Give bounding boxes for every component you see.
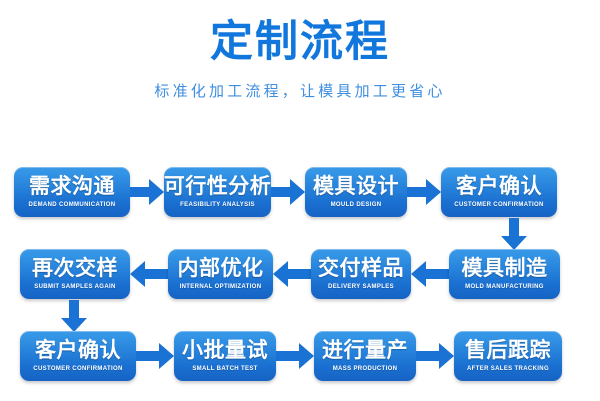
flow-node-label-cn: 客户确认: [35, 338, 121, 362]
flow-node-label-en: CUSTOMER CONFIRMATION: [454, 202, 544, 208]
flow-node-label-en: MOLD MANUFACTURING: [465, 284, 544, 290]
flow-node-label-cn: 可行性分析: [163, 174, 272, 198]
flow-node-label-cn: 客户确认: [456, 174, 542, 198]
flow-node-label-en: MOULD DESIGN: [330, 202, 382, 208]
flow-node-label-cn: 交付样品: [318, 256, 404, 280]
left-arrow-icon: [411, 261, 449, 287]
flow-node-label-en: DEMAND COMMUNICATION: [28, 202, 116, 208]
flow-node-label-cn: 售后跟踪: [465, 338, 551, 362]
page-subtitle: 标准化加工流程，让模具加工更省心: [154, 82, 446, 100]
flow-row-2: 再次交样 SUBMIT SAMPLES AGAIN 内部优化 INTERNAL …: [0, 248, 600, 300]
flow-row-3: 客户确认 CUSTOMER CONFIRMATION 小批量试 SMALL BA…: [0, 330, 600, 382]
right-arrow-icon: [407, 179, 441, 205]
right-arrow-icon: [130, 179, 164, 205]
flow-node-label-cn: 内部优化: [177, 256, 264, 280]
down-arrow-icon-right: [501, 218, 527, 250]
flow-node-label-en: INTERNAL OPTIMIZATION: [179, 284, 262, 290]
flow-node-after-sales-tracking[interactable]: 售后跟踪 AFTER SALES TRACKING: [454, 331, 562, 381]
flow-node-label-en: AFTER SALES TRACKING: [467, 366, 549, 372]
flow-node-label-en: FEASIBILITY ANALYSIS: [180, 202, 255, 208]
flow-node-label-en: SUBMIT SAMPLES AGAIN: [34, 284, 116, 290]
flow-node-label-en: SMALL BATCH TEST: [192, 366, 258, 372]
flow-node-label-en: CUSTOMER CONFIRMATION: [33, 366, 123, 372]
flow-node-mold-manufacturing[interactable]: 模具制造 MOLD MANUFACTURING: [449, 249, 560, 299]
flow-node-label-cn: 模具制造: [461, 256, 548, 280]
flow-node-label-en: DELIVERY SAMPLES: [328, 284, 394, 290]
page-title: 定制流程: [210, 17, 390, 67]
flow-node-feasibility-analysis[interactable]: 可行性分析 FEASIBILITY ANALYSIS: [164, 167, 271, 217]
flow-node-customer-confirmation-1[interactable]: 客户确认 CUSTOMER CONFIRMATION: [441, 167, 557, 217]
flow-node-mould-design[interactable]: 模具设计 MOULD DESIGN: [305, 167, 407, 217]
flow-node-label-cn: 模具设计: [313, 174, 399, 198]
right-arrow-icon: [276, 343, 314, 369]
flow-row-1: 需求沟通 DEMAND COMMUNICATION 可行性分析 FEASIBIL…: [0, 166, 600, 218]
right-arrow-icon: [416, 343, 454, 369]
flow-node-demand-communication[interactable]: 需求沟通 DEMAND COMMUNICATION: [14, 167, 130, 217]
flow-node-delivery-samples[interactable]: 交付样品 DELIVERY SAMPLES: [311, 249, 411, 299]
flow-node-label-cn: 进行量产: [322, 338, 408, 362]
flow-node-small-batch-test[interactable]: 小批量试 SMALL BATCH TEST: [174, 331, 276, 381]
flow-node-customer-confirmation-2[interactable]: 客户确认 CUSTOMER CONFIRMATION: [20, 331, 136, 381]
right-arrow-icon: [136, 343, 174, 369]
down-arrow-icon-left: [61, 300, 87, 332]
flow-node-label-cn: 再次交样: [32, 256, 118, 280]
flow-node-label-cn: 小批量试: [182, 338, 268, 362]
flow-node-label-cn: 需求沟通: [29, 174, 115, 198]
flow-node-submit-samples-again[interactable]: 再次交样 SUBMIT SAMPLES AGAIN: [20, 249, 130, 299]
left-arrow-icon: [273, 261, 311, 287]
right-arrow-icon: [271, 179, 305, 205]
left-arrow-icon: [130, 261, 168, 287]
flow-node-internal-optimization[interactable]: 内部优化 INTERNAL OPTIMIZATION: [168, 249, 273, 299]
flow-node-mass-production[interactable]: 进行量产 MASS PRODUCTION: [314, 331, 416, 381]
flow-node-label-en: MASS PRODUCTION: [332, 366, 398, 372]
process-flow-diagram: 需求沟通 DEMAND COMMUNICATION 可行性分析 FEASIBIL…: [0, 152, 600, 401]
header: 定制流程 标准化加工流程，让模具加工更省心: [0, 0, 600, 102]
